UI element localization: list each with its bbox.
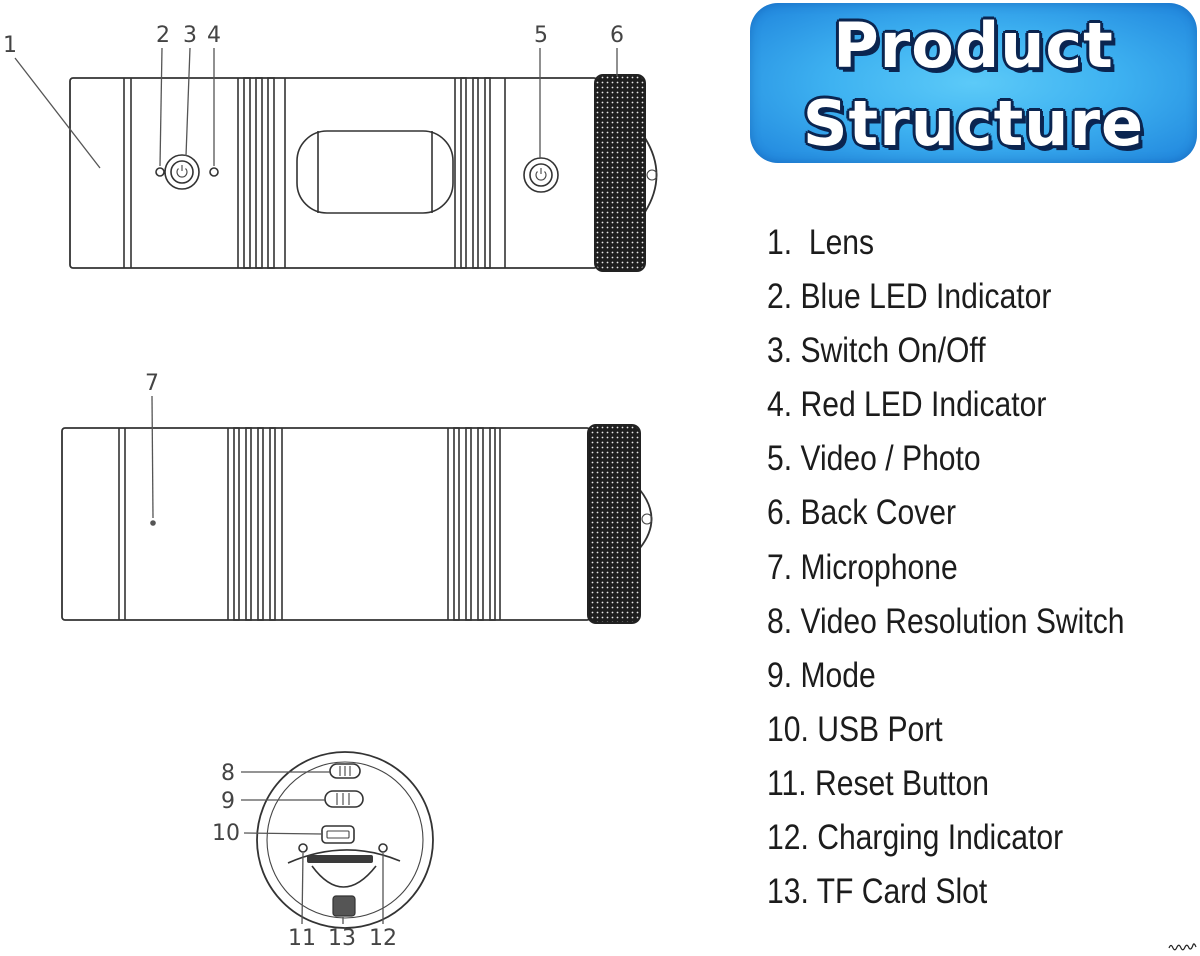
blue-led-indicator — [155, 167, 165, 177]
callout-6: 6 — [610, 23, 624, 48]
leader-lines-end — [241, 771, 384, 925]
list-item: 3. Switch On/Off — [767, 331, 986, 371]
video-resolution-switch — [329, 763, 361, 779]
camera-body — [61, 427, 591, 621]
page-title: Product Structure — [750, 3, 1197, 163]
camera-top-view: 1 2 3 4 5 6 — [3, 23, 658, 272]
watermark-logo — [1168, 943, 1197, 951]
list-item: 5. Video / Photo — [767, 439, 981, 479]
leader-lines-top — [14, 47, 618, 169]
callout-5: 5 — [534, 23, 548, 48]
microphone — [150, 520, 156, 526]
camera-end-view: 8 9 10 11 13 12 — [212, 751, 434, 951]
callout-4: 4 — [207, 23, 221, 48]
title-banner: Product Structure — [750, 3, 1197, 163]
list-item: 13. TF Card Slot — [767, 872, 988, 912]
callout-12: 12 — [369, 926, 397, 951]
list-item: 6. Back Cover — [767, 493, 957, 533]
callout-11: 11 — [288, 926, 316, 951]
grip-ribs-right — [447, 427, 501, 621]
list-item: 12. Charging Indicator — [767, 818, 1064, 858]
reset-button — [298, 843, 308, 853]
callout-8: 8 — [221, 761, 235, 786]
list-item: 2. Blue LED Indicator — [767, 277, 1052, 317]
parts-list: 1. Lens 2. Blue LED Indicator 3. Switch … — [767, 216, 1187, 919]
list-item: 7. Microphone — [767, 547, 958, 587]
power-icon — [535, 168, 547, 181]
lens-section — [118, 428, 126, 620]
callout-1: 1 — [3, 33, 17, 58]
callout-9: 9 — [221, 789, 235, 814]
callout-10: 10 — [212, 821, 240, 846]
title-line-2: Structure — [802, 87, 1145, 160]
charging-indicator — [378, 843, 388, 853]
list-item: 8. Video Resolution Switch — [767, 601, 1125, 641]
callout-13: 13 — [328, 926, 356, 951]
tf-card-slot — [307, 855, 377, 917]
back-cover — [594, 74, 658, 272]
list-item: 4. Red LED Indicator — [767, 385, 1047, 425]
lens-section — [123, 78, 132, 268]
red-led-indicator — [209, 167, 219, 177]
video-photo-button — [523, 157, 559, 193]
product-diagram: 1 2 3 4 5 6 — [3, 23, 658, 951]
leader-line-7 — [151, 395, 154, 519]
grip-ribs-right — [454, 77, 506, 269]
camera-side-view: 7 — [61, 371, 653, 624]
power-button — [164, 154, 200, 190]
end-cap — [256, 751, 434, 929]
title-line-1: Product — [833, 9, 1114, 82]
grip-ribs-left — [237, 77, 286, 269]
grip-ribs-left — [227, 427, 283, 621]
list-item: 11. Reset Button — [767, 763, 989, 803]
list-item: 9. Mode — [767, 655, 876, 695]
display-window — [296, 130, 454, 214]
usb-port — [321, 825, 355, 844]
callout-2: 2 — [156, 23, 170, 48]
power-icon — [176, 165, 188, 178]
list-item: 1. Lens — [767, 223, 875, 262]
mode-switch — [324, 790, 364, 808]
callout-3: 3 — [183, 23, 197, 48]
callout-7: 7 — [145, 371, 159, 396]
list-item: 10. USB Port — [767, 709, 943, 749]
back-cover — [587, 424, 653, 624]
camera-body — [69, 77, 598, 269]
